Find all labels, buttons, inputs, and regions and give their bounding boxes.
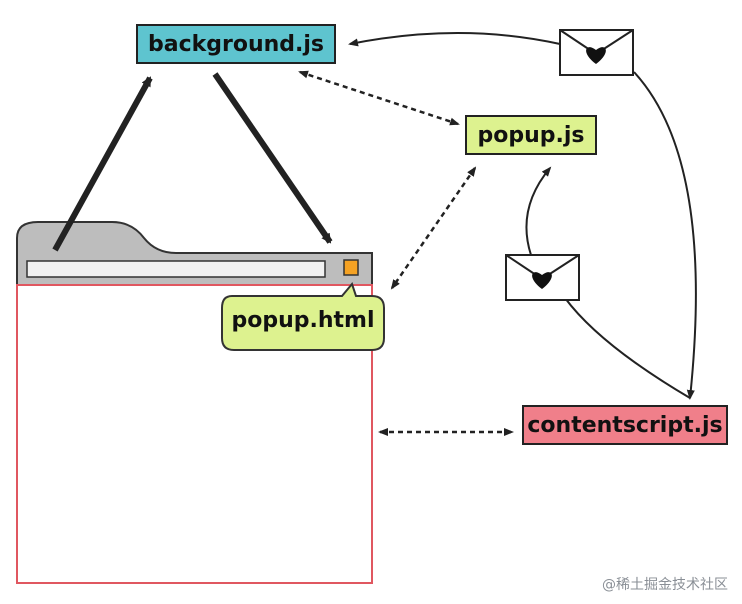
browser-page xyxy=(16,284,373,584)
dashed-arrow-popupjs-popuphtml xyxy=(390,166,477,290)
popup-js-box-fill xyxy=(465,115,597,155)
browser-address-bar[interactable] xyxy=(26,260,326,278)
envelope-heart-icon xyxy=(559,29,634,76)
popup-js-label: popup.js xyxy=(477,122,585,148)
envelope-heart-icon xyxy=(505,254,580,301)
message-arrow-to-popupjs xyxy=(525,166,552,259)
browser-window xyxy=(16,221,373,584)
contentscript-js-label: contentscript.js xyxy=(527,412,723,438)
background-box-fill xyxy=(136,24,336,64)
arrow-browser-to-background xyxy=(52,76,153,252)
popup-html-node: popup.html xyxy=(228,296,378,344)
extension-button[interactable] xyxy=(343,259,359,276)
message-arrow-envelope2-to-contentscript xyxy=(564,297,691,399)
background-js-node: background.js xyxy=(136,24,336,64)
popup-html-label: popup.html xyxy=(231,307,375,333)
dashed-arrow-background-popupjs xyxy=(298,70,460,126)
message-arrow-to-background xyxy=(348,32,561,47)
watermark: @稀土掘金技术社区 xyxy=(602,577,728,593)
popup-html-bubble xyxy=(221,281,385,351)
message-arrow-to-contentscript xyxy=(633,71,697,400)
contentscript-box-fill xyxy=(522,405,728,445)
popup-js-node: popup.js xyxy=(465,115,597,155)
arrow-background-to-browser xyxy=(212,72,333,244)
background-js-label: background.js xyxy=(147,31,325,57)
contentscript-js-node: contentscript.js xyxy=(522,405,728,445)
